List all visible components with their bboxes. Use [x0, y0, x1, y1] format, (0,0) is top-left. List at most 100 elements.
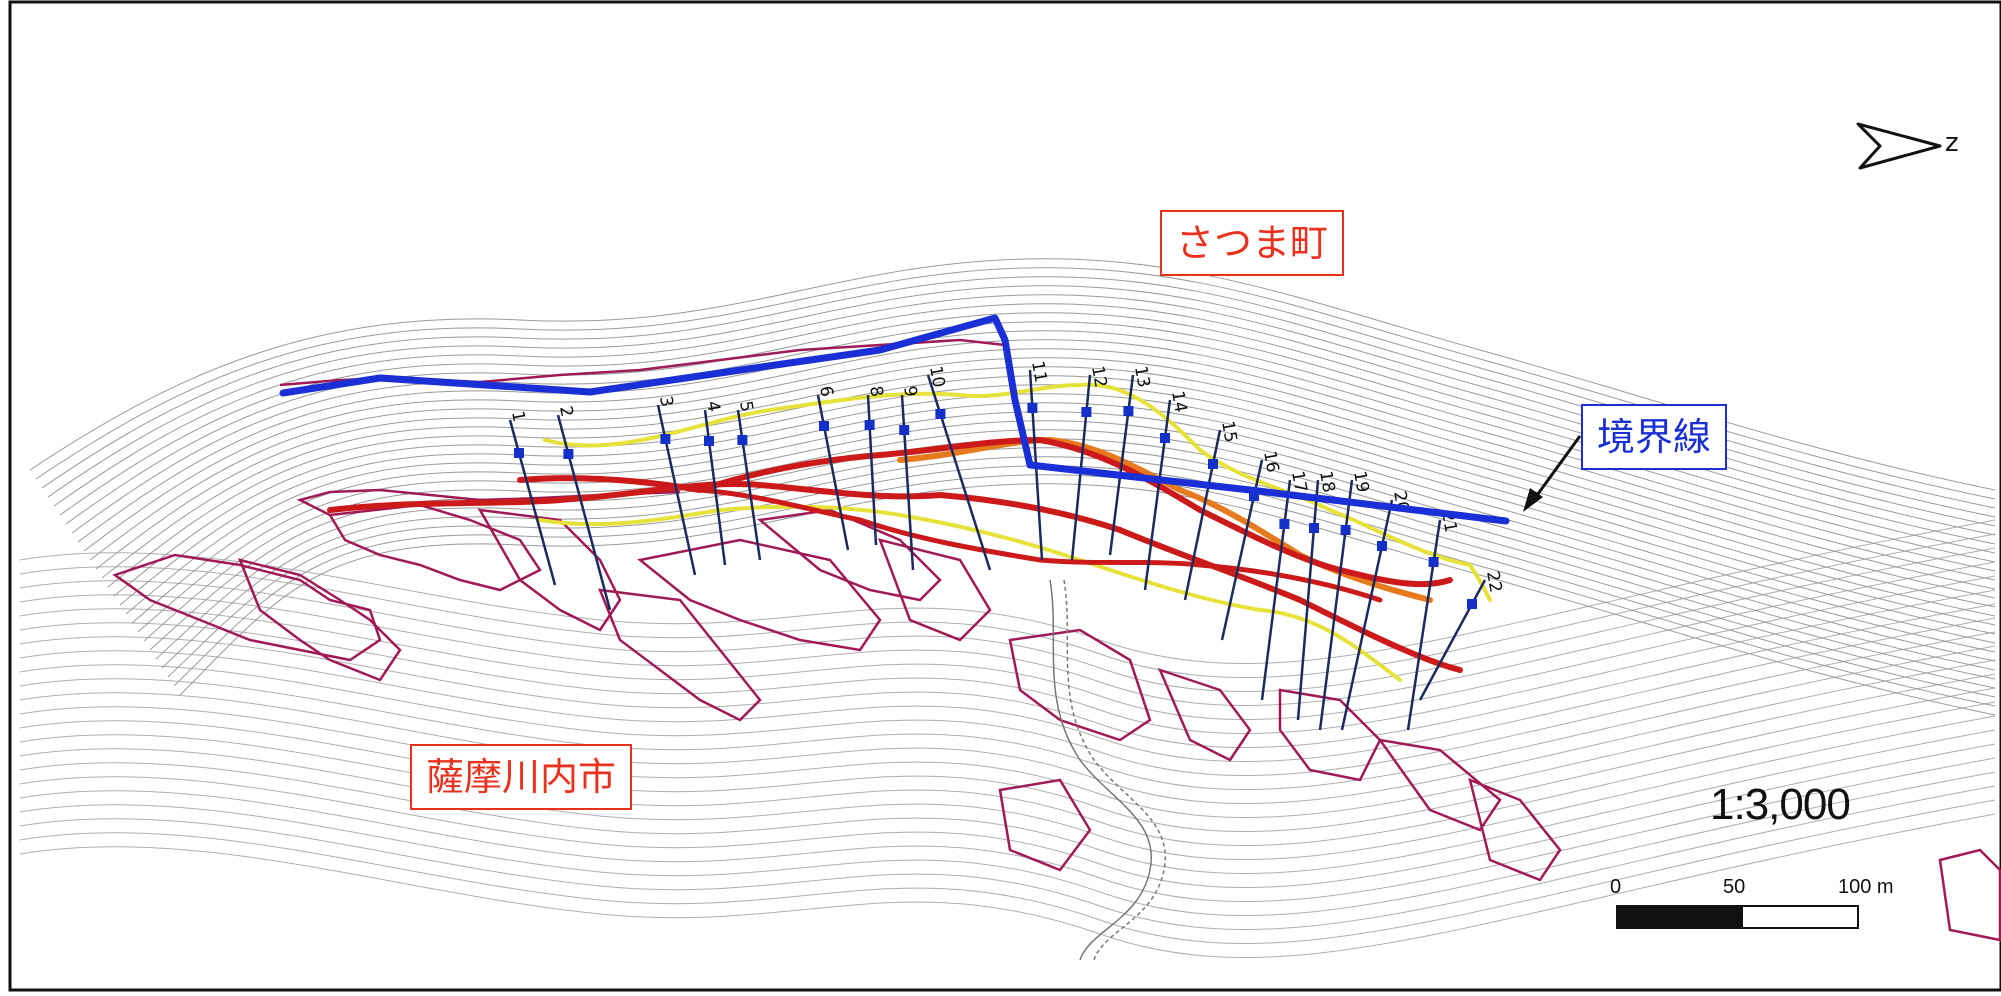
section-marker	[1377, 541, 1387, 551]
field-outline	[1278, 688, 1382, 782]
boundary-label: 境界線	[1581, 404, 1728, 470]
section-number: 12	[1087, 364, 1110, 389]
contour-line	[167, 465, 1996, 698]
section-marker	[819, 421, 829, 431]
contour-line	[161, 456, 1996, 689]
section-marker	[514, 448, 524, 458]
field-outline	[877, 538, 992, 642]
section-line	[1260, 479, 1292, 701]
section-number: 13	[1130, 364, 1153, 389]
contour-line	[113, 384, 1996, 617]
town-label: さつま町	[1160, 210, 1345, 276]
section-marker	[1208, 459, 1218, 469]
section-number: 15	[1217, 419, 1240, 444]
map-border	[8, 0, 2001, 992]
section-number: 22	[1482, 569, 1505, 594]
contour-line	[107, 375, 1996, 608]
section-line	[508, 419, 557, 586]
field-outline	[637, 538, 882, 652]
section-number: 16	[1259, 449, 1282, 474]
contour-line	[19, 743, 1996, 888]
section-line	[1406, 519, 1442, 731]
contour-line	[19, 785, 1996, 930]
scale-tick-100: 100 m	[1838, 876, 1894, 898]
contour-line	[125, 402, 1996, 635]
north-letter: z	[1945, 128, 1959, 158]
section-number: 19	[1349, 469, 1372, 494]
contour-line	[19, 659, 1996, 804]
section-line	[816, 394, 850, 551]
contour-line	[131, 411, 1996, 644]
section-number: 2	[555, 404, 577, 418]
contour-line	[19, 813, 1996, 958]
contour-line	[19, 561, 1996, 706]
boundary-line	[279, 314, 1510, 525]
section-line	[1318, 479, 1354, 731]
contour-line	[19, 715, 1996, 860]
section-marker	[1428, 557, 1439, 567]
section-number: 17	[1287, 469, 1310, 494]
section-number: 14	[1167, 389, 1190, 414]
section-marker	[1467, 599, 1477, 609]
road	[1049, 579, 1167, 961]
section-number: 5	[735, 399, 757, 413]
section-marker	[660, 434, 671, 444]
city-label: 薩摩川内市	[410, 744, 633, 810]
field-outline	[1377, 738, 1502, 832]
section-line	[1143, 399, 1172, 591]
contour-line	[143, 429, 1996, 662]
section-marker	[1309, 523, 1319, 533]
contour-line	[95, 357, 1996, 590]
section-line	[1183, 429, 1222, 601]
contour-line	[19, 687, 1996, 832]
section-marker	[704, 436, 714, 446]
section-marker	[1249, 491, 1259, 501]
scale-tick-0: 0	[1610, 876, 1622, 898]
section-marker	[1027, 403, 1038, 413]
contour-line	[89, 348, 1996, 581]
field-outline	[1157, 667, 1252, 762]
contour-line	[173, 474, 1996, 707]
section-line	[656, 404, 697, 576]
north-arrow-icon	[1856, 122, 1942, 170]
contour-line	[19, 771, 1996, 916]
scale-ratio: 1:3,000	[1710, 780, 1851, 829]
field-outline	[1008, 628, 1152, 742]
section-number: 10	[925, 364, 948, 389]
section-marker	[1081, 407, 1092, 417]
section-line	[1340, 499, 1394, 731]
section-marker	[563, 449, 574, 459]
section-marker	[935, 409, 946, 419]
contour-line	[47, 285, 1996, 518]
section-line	[703, 409, 727, 566]
section-marker	[1123, 406, 1134, 416]
hazard-line-red-middle	[697, 487, 1383, 603]
hazard-line-yellow-inner	[538, 504, 1402, 682]
field-outline	[998, 778, 1092, 872]
contour-line	[19, 757, 1996, 902]
section-number: 1	[507, 409, 529, 423]
scale-bar	[1616, 905, 1859, 929]
field-outline	[1938, 848, 2001, 942]
contour-line	[19, 729, 1996, 874]
field-outline	[112, 553, 382, 662]
contour-line	[101, 366, 1996, 599]
contour-line	[19, 799, 1996, 944]
section-marker	[737, 435, 748, 445]
section-line	[1108, 374, 1135, 556]
section-number: 11	[1027, 359, 1050, 384]
section-number: 4	[702, 399, 724, 413]
section-number: 18	[1315, 469, 1338, 494]
section-line	[556, 414, 612, 611]
section-line	[900, 394, 915, 571]
section-marker	[1340, 525, 1351, 535]
field-outline	[327, 503, 542, 592]
section-line	[926, 374, 992, 571]
contour-line	[155, 447, 1996, 680]
section-number: 6	[815, 384, 837, 398]
contour-line	[19, 701, 1996, 846]
section-marker	[864, 420, 875, 430]
